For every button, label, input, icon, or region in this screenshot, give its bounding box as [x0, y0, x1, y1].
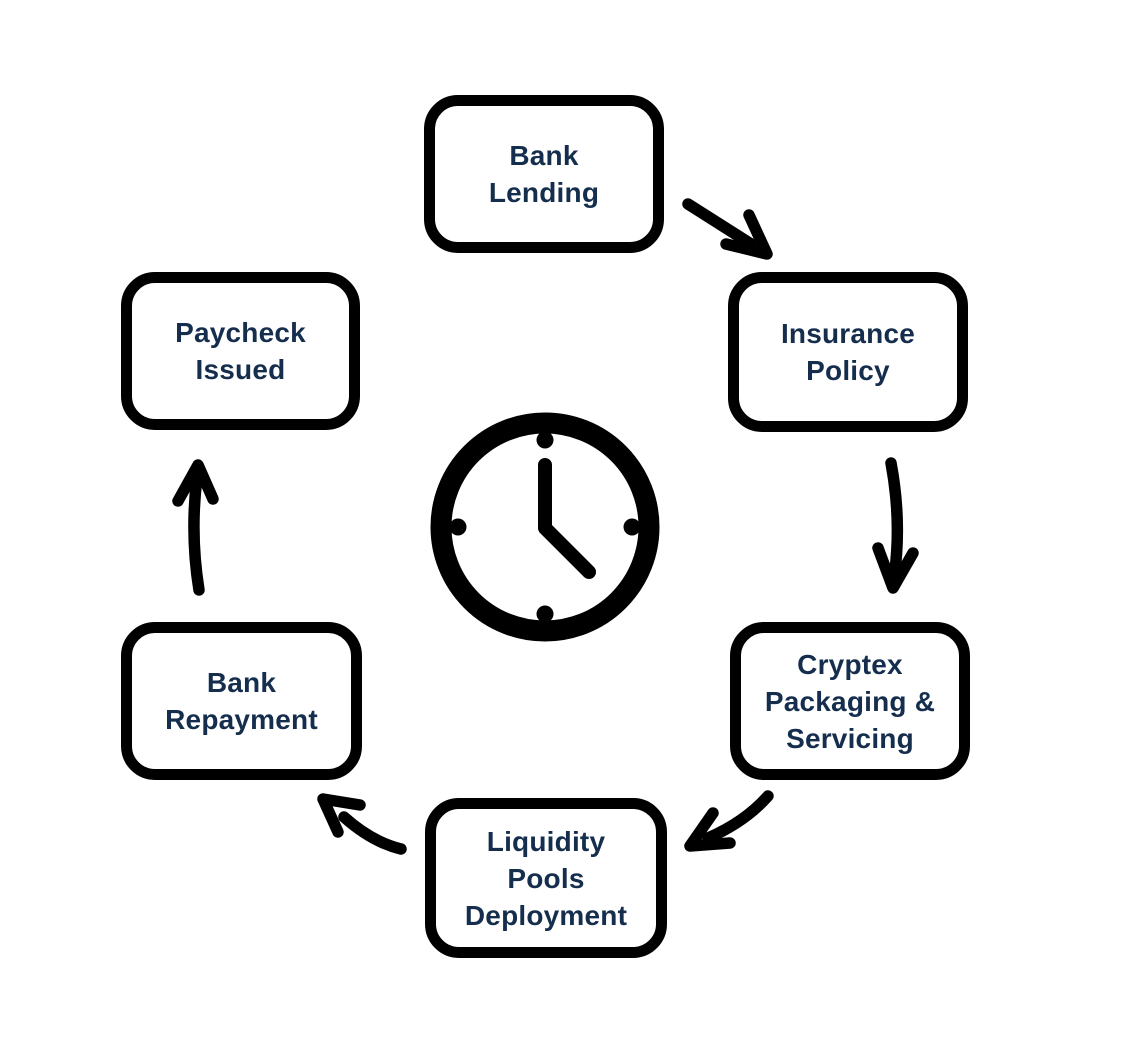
- node-cryptex-packaging-servicing: Cryptex Packaging & Servicing: [730, 622, 970, 780]
- node-liquidity-pools-deployment-label: Liquidity Pools Deployment: [464, 825, 628, 931]
- node-paycheck-issued-label: Paycheck Issued: [175, 317, 306, 385]
- node-paycheck-issued: Paycheck Issued: [121, 272, 360, 430]
- arrow-bank-lending-to-insurance-policy: [682, 198, 773, 260]
- clock-icon: [430, 412, 660, 642]
- node-bank-lending-label: Bank Lending: [488, 140, 600, 208]
- node-cryptex-packaging-servicing-label: Cryptex Packaging & Servicing: [764, 648, 936, 754]
- node-bank-lending: Bank Lending: [424, 95, 664, 253]
- arrow-liquidity-pools-to-bank-repayment: [317, 793, 407, 855]
- node-bank-repayment: Bank Repayment: [121, 622, 362, 780]
- arrow-insurance-policy-to-cryptex: [872, 457, 919, 594]
- node-liquidity-pools-deployment: Liquidity Pools Deployment: [425, 798, 667, 958]
- node-bank-repayment-label: Bank Repayment: [165, 667, 318, 735]
- node-insurance-policy-label: Insurance Policy: [780, 318, 916, 386]
- node-insurance-policy: Insurance Policy: [728, 272, 968, 432]
- arrow-bank-repayment-to-paycheck-issued: [172, 459, 219, 596]
- arrow-cryptex-to-liquidity-pools: [684, 790, 774, 852]
